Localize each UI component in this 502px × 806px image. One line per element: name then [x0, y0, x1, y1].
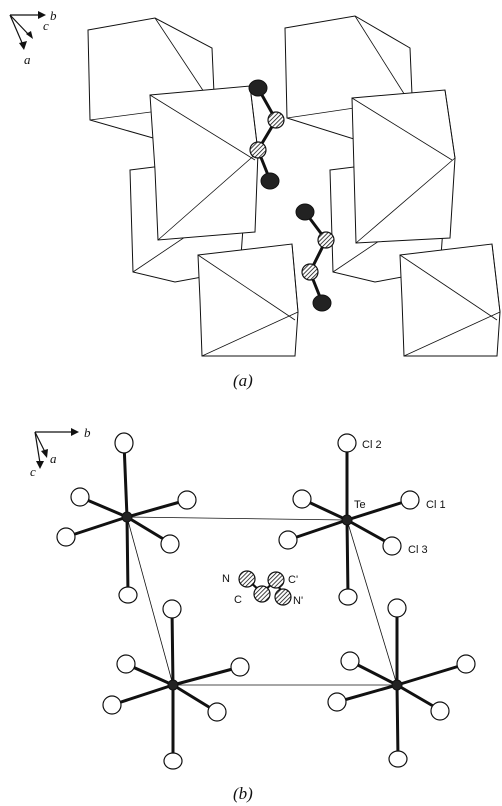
label-cl3: Cl 3	[408, 544, 428, 556]
octahedron-front-bottom-right	[399, 243, 501, 357]
axis-label-c2: c	[30, 464, 36, 479]
label-c-prime: C'	[288, 574, 298, 586]
unit-cell	[126, 516, 398, 686]
octahedron-front-bottom-left	[197, 243, 299, 357]
octahedron-front-left	[149, 85, 259, 241]
tecl6-bottom-left	[102, 599, 250, 770]
label-cl2: Cl 2	[362, 439, 382, 451]
label-n-prime: N'	[293, 595, 303, 607]
panel-b: b a c	[30, 425, 476, 803]
octahedron-front-right	[351, 89, 456, 244]
cyanogen-molecule-cell: N C C' N'	[222, 570, 303, 607]
cyanogen-molecule-lower	[295, 203, 335, 312]
tecl6-top-left	[56, 432, 197, 604]
tecl6-bottom-right	[327, 598, 476, 768]
panel-a: b c a	[9, 8, 501, 390]
axis-label-b2: b	[84, 425, 91, 440]
axis-label-a: a	[24, 52, 31, 67]
label-n: N	[222, 573, 230, 585]
label-c: C	[234, 594, 242, 606]
label-te: Te	[354, 499, 366, 511]
label-cl1: Cl 1	[426, 499, 446, 511]
axis-label-a2: a	[50, 451, 57, 466]
tecl6-top-right: Cl 2 Te Cl 1 Cl 3	[278, 433, 446, 606]
axis-triad-b: b a c	[30, 425, 91, 479]
cyanogen-molecule-upper	[248, 79, 285, 190]
axis-triad-a: b c a	[9, 8, 57, 67]
caption-b: (b)	[233, 784, 253, 803]
axis-label-b: b	[50, 8, 57, 23]
caption-a: (a)	[233, 371, 253, 390]
axis-label-c: c	[43, 18, 49, 33]
